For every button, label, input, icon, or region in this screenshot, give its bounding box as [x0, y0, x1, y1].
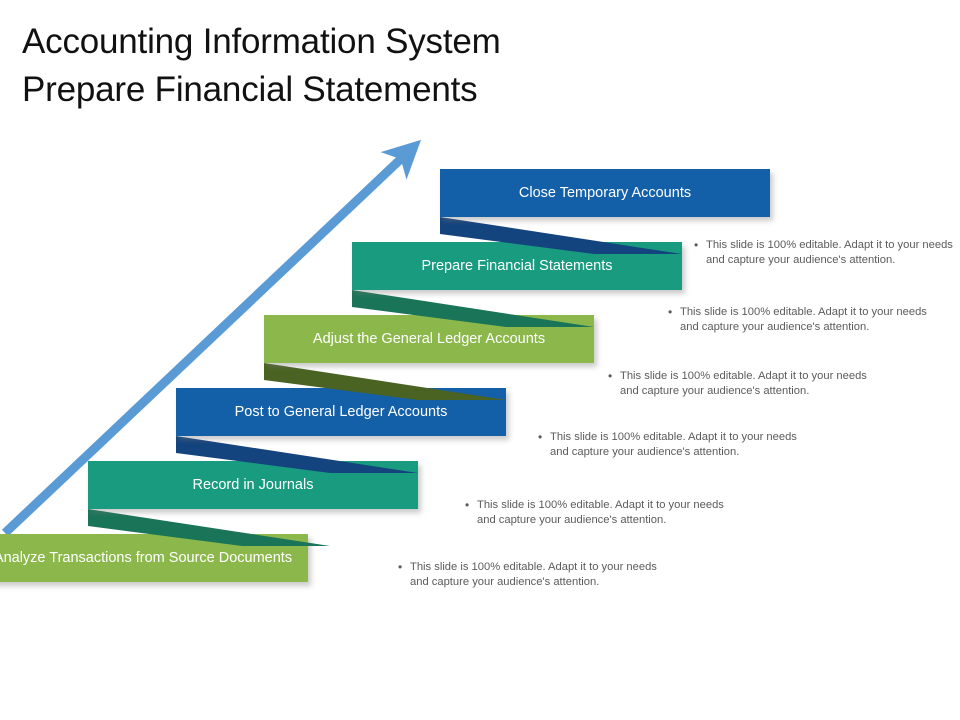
- step-fold-record-in-journals: [88, 509, 330, 546]
- bullet-text: This slide is 100% editable. Adapt it to…: [620, 370, 867, 397]
- step-label-record-in-journals: Record in Journals: [192, 476, 314, 493]
- bullet-block-post-to-general-ledger: • This slide is 100% editable. Adapt it t…: [538, 430, 808, 459]
- bullet-row: • This slide is 100% editable. Adapt it t…: [668, 305, 938, 334]
- step-label-post-to-general-ledger: Post to General Ledger Accounts: [234, 403, 448, 420]
- bullet-dot-icon: •: [608, 369, 613, 383]
- bullet-text: This slide is 100% editable. Adapt it to…: [410, 561, 657, 588]
- bullet-row: • This slide is 100% editable. Adapt it t…: [694, 238, 960, 267]
- bullet-text: This slide is 100% editable. Adapt it to…: [477, 499, 724, 526]
- title-line-1: Accounting Information System: [22, 22, 501, 61]
- bullet-dot-icon: •: [398, 560, 403, 574]
- bullet-block-analyze-transactions: • This slide is 100% editable. Adapt it t…: [398, 560, 668, 589]
- step-label-adjust-general-ledger: Adjust the General Ledger Accounts: [312, 330, 546, 347]
- step-label-analyze-transactions: Analyze Transactions from Source Documen…: [0, 549, 293, 566]
- title-line-2: Prepare Financial Statements: [22, 70, 478, 109]
- step-fold-close-temporary-accounts: [440, 217, 682, 254]
- bullet-block-prepare-financial-statements: • This slide is 100% editable. Adapt it t…: [668, 305, 938, 334]
- bullet-dot-icon: •: [538, 430, 543, 444]
- bullet-text: This slide is 100% editable. Adapt it to…: [680, 306, 927, 333]
- bullet-dot-icon: •: [465, 498, 470, 512]
- step-fold-post-to-general-ledger: [176, 436, 418, 473]
- step-fold-prepare-financial-statements: [352, 290, 594, 327]
- step-label-close-temporary-accounts: Close Temporary Accounts: [518, 184, 692, 201]
- bullet-row: • This slide is 100% editable. Adapt it t…: [538, 430, 808, 459]
- step-label-prepare-financial-statements: Prepare Financial Statements: [421, 257, 613, 274]
- step-fold-adjust-general-ledger: [264, 363, 506, 400]
- step-bar-prepare-financial-statements[interactable]: Prepare Financial Statements: [352, 242, 682, 290]
- bullet-row: • This slide is 100% editable. Adapt it t…: [608, 369, 878, 398]
- bullet-row: • This slide is 100% editable. Adapt it t…: [398, 560, 668, 589]
- bullet-text: This slide is 100% editable. Adapt it to…: [550, 431, 797, 458]
- bullet-block-record-in-journals: • This slide is 100% editable. Adapt it t…: [465, 498, 735, 527]
- bullet-dot-icon: •: [668, 305, 673, 319]
- page-title: Accounting Information System Prepare Fi…: [22, 18, 722, 114]
- bullet-dot-icon: •: [694, 238, 699, 252]
- step-bar-close-temporary-accounts[interactable]: Close Temporary Accounts: [440, 169, 770, 217]
- bullet-block-close-temporary-accounts: • This slide is 100% editable. Adapt it t…: [694, 238, 960, 267]
- bullet-row: • This slide is 100% editable. Adapt it t…: [465, 498, 735, 527]
- bullet-block-adjust-general-ledger: • This slide is 100% editable. Adapt it t…: [608, 369, 878, 398]
- bullet-text: This slide is 100% editable. Adapt it to…: [706, 239, 953, 266]
